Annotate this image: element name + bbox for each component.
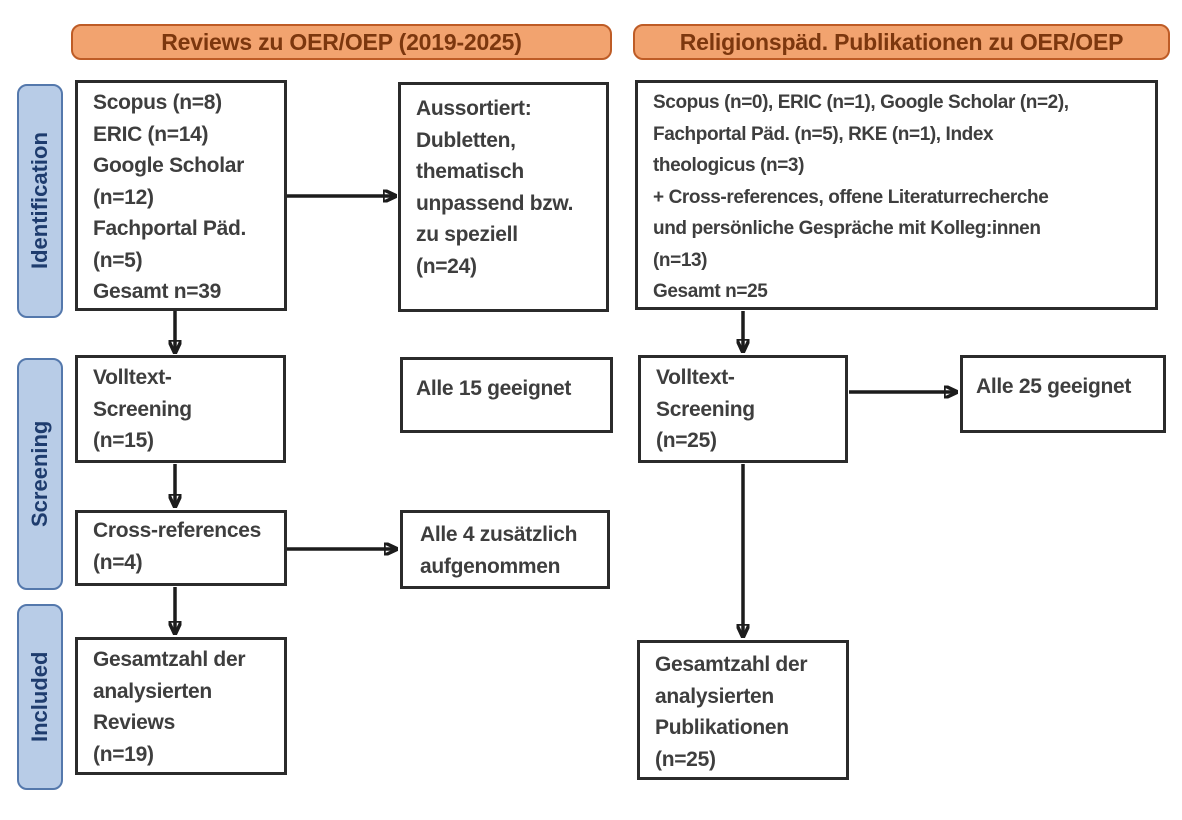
- text-line: (n=4): [93, 550, 143, 574]
- box-right-identification-sources: Scopus (n=0), ERIC (n=1), Google Scholar…: [635, 80, 1158, 310]
- text-line: (n=24): [416, 254, 477, 278]
- box-left-aussortiert: Aussortiert: Dubletten, thematisch unpassen…: [398, 82, 609, 312]
- text-line: Google Scholar: [93, 154, 244, 177]
- text-line: Reviews: [93, 711, 175, 734]
- stage-label-identification: Identification: [17, 84, 63, 318]
- text-line: und persönliche Gespräche mit Kolleg:inn…: [653, 218, 1041, 239]
- text-line: Volltext-: [93, 366, 172, 389]
- box-left-alle-geeignet: Alle 15 geeignet: [400, 357, 613, 433]
- text-line: (n=25): [655, 747, 716, 771]
- text-line: Fachportal Päd.: [93, 217, 247, 240]
- text-line: Gesamt n=39: [93, 280, 222, 303]
- text-line: Cross-references: [93, 519, 261, 542]
- text-line: (n=25): [656, 429, 717, 452]
- text-line: (n=15): [93, 429, 154, 452]
- text-line: Aussortiert:: [416, 97, 532, 120]
- box-left-alle-zusaetzlich: Alle 4 zusätzlich aufgenommen: [400, 510, 610, 589]
- text-line: Gesamt n=25: [653, 281, 768, 302]
- box-left-identification-sources: Scopus (n=8) ERIC (n=14) Google Scholar (n=…: [75, 80, 287, 311]
- text-line: Publikationen: [655, 716, 789, 739]
- text-line: (n=12): [93, 185, 154, 209]
- text-line: analysierten: [93, 679, 212, 703]
- text-line: (n=5): [93, 248, 143, 272]
- box-right-alle-geeignet: Alle 25 geeignet: [960, 355, 1166, 433]
- column-header-reviews: Reviews zu OER/OEP (2019-2025): [71, 24, 612, 60]
- text-line: unpassend bzw.: [416, 191, 574, 215]
- text-line: Fachportal Päd. (n=5), RKE (n=1), Index: [653, 123, 994, 145]
- text-line: Scopus (n=8): [93, 91, 222, 114]
- text-line: Alle 4 zusätzlich: [420, 523, 578, 546]
- text-line: Screening: [93, 397, 192, 421]
- text-line: (n=19): [93, 742, 154, 766]
- stage-label-screening: Screening: [17, 358, 63, 590]
- text-line: + Cross-references, offene Literaturrech…: [653, 186, 1049, 208]
- text-line: Dubletten,: [416, 128, 516, 152]
- text-line: Gesamtzahl der: [93, 648, 246, 671]
- column-header-religionspaed: Religionspäd. Publikationen zu OER/OEP: [633, 24, 1170, 60]
- text-line: theologicus (n=3): [653, 155, 805, 176]
- text-line: aufgenommen: [420, 554, 561, 578]
- text-line: analysierten: [655, 684, 774, 708]
- stage-label-included: Included: [17, 604, 63, 790]
- text-line: zu speziell: [416, 223, 518, 246]
- box-left-volltext-screening: Volltext- Screening (n=15): [75, 355, 286, 463]
- text-line: ERIC (n=14): [93, 122, 209, 146]
- text-line: Volltext-: [656, 366, 735, 389]
- box-right-volltext-screening: Volltext- Screening (n=25): [638, 355, 848, 463]
- text-line: Gesamtzahl der: [655, 653, 808, 676]
- text-line: Screening: [656, 397, 755, 421]
- text-line: thematisch: [416, 160, 524, 183]
- text-line: (n=13): [653, 249, 708, 271]
- text-line: Scopus (n=0), ERIC (n=1), Google Scholar…: [653, 92, 1069, 113]
- box-left-cross-references: Cross-references (n=4): [75, 510, 287, 586]
